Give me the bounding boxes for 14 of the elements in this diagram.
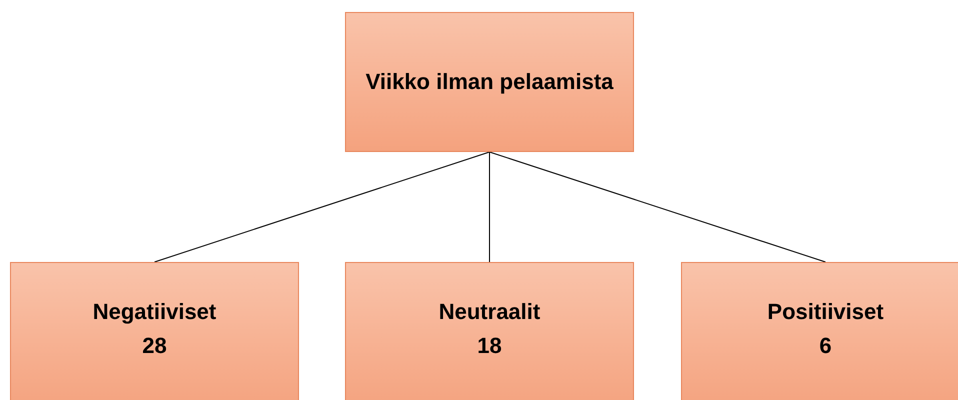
box-title: Viikko ilman pelaamista <box>366 68 614 96</box>
process-box <box>10 262 299 400</box>
count-value: 28 <box>142 332 167 360</box>
connector-line <box>154 152 490 262</box>
box-title: Neutraalit <box>438 298 540 326</box>
process-box <box>345 262 634 400</box>
process-box <box>681 262 958 400</box>
connector-line <box>489 152 490 262</box>
process-box <box>345 12 634 152</box>
box-title: Positiiviset <box>767 298 884 326</box>
count-value: 18 <box>477 332 502 360</box>
box-title: Negatiiviset <box>92 298 216 326</box>
connector-line <box>489 152 826 262</box>
count-value: 6 <box>819 332 832 360</box>
